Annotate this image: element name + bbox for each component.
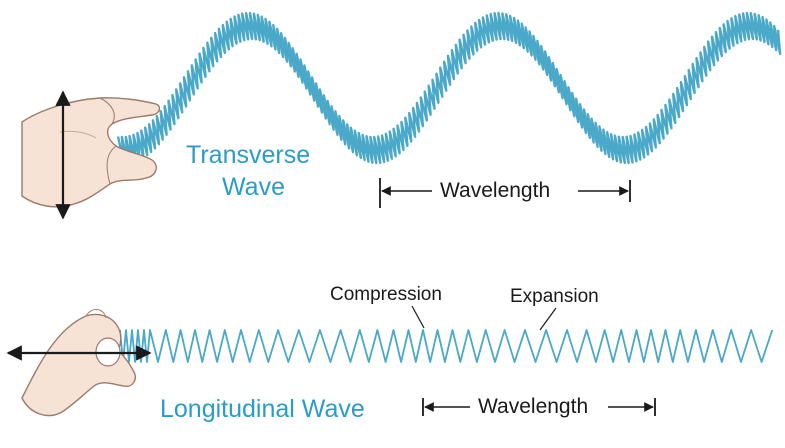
transverse-spring <box>116 11 782 165</box>
compression-label: Compression <box>330 284 442 305</box>
longitudinal-spring-coil <box>119 329 774 363</box>
longitudinal-wavelength-marker <box>422 398 656 416</box>
transverse-title-line2: Wave <box>222 173 285 201</box>
transverse-wavelength-marker <box>379 178 631 208</box>
longitudinal-spring <box>119 329 774 363</box>
expansion-pointer <box>539 307 557 331</box>
transverse-title-line1: Transverse <box>186 141 311 169</box>
lower-hand-illustration <box>21 309 136 417</box>
longitudinal-title: Longitudinal Wave <box>160 395 365 423</box>
transverse-spring-coil <box>116 11 782 165</box>
transverse-wavelength-label: Wavelength <box>440 179 551 202</box>
longitudinal-wavelength-label: Wavelength <box>478 395 589 418</box>
compression-pointer <box>411 305 425 329</box>
expansion-label: Expansion <box>510 286 599 307</box>
